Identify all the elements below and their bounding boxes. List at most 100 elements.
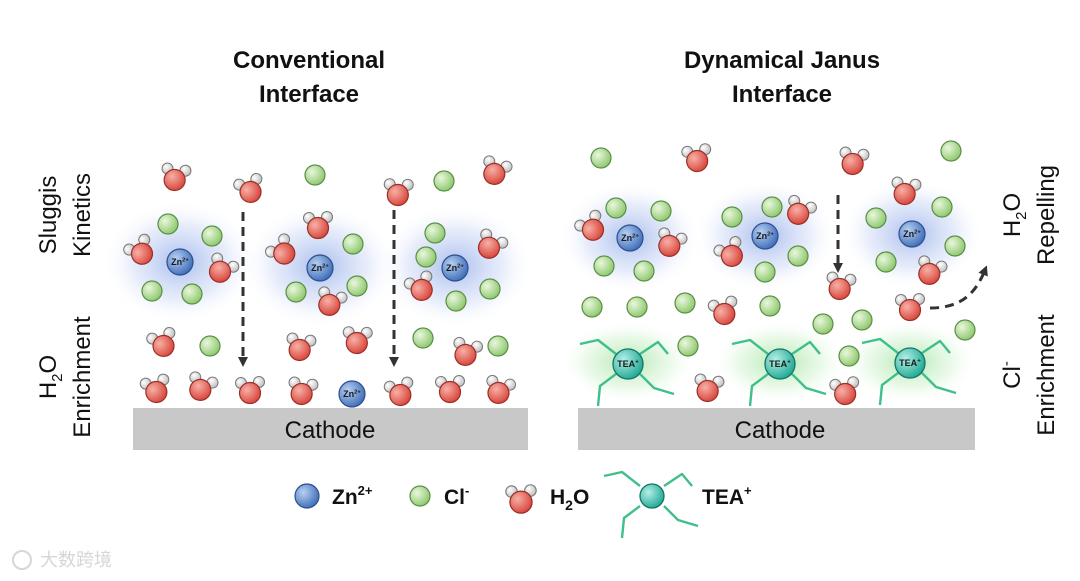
water-molecule [435,375,465,404]
tea-label: TEA+ [617,359,639,370]
cl-ion [944,235,966,257]
watermark: 大数跨境 [12,550,112,571]
tea-arm [639,373,675,396]
water-molecule [235,376,265,405]
water-molecule [486,374,517,405]
water-molecule [787,194,817,225]
cl-ion [581,296,603,318]
water-molecule [146,326,176,358]
tea-arm [639,340,669,355]
arrows [238,195,988,367]
water-molecule [318,286,348,316]
zn-ion-label: Zn2+ [446,263,464,273]
zn-ion-label: Zn2+ [171,257,189,267]
water-molecule [233,172,263,204]
tea-arm [921,339,951,354]
cl-ion [181,283,203,305]
water-molecule [383,178,414,207]
cl-ion [674,292,696,314]
cl-ion [590,147,612,169]
halos [102,178,984,404]
left-title-line1: Conventional [233,47,385,74]
left-title-line2: Interface [259,81,359,108]
cl-ion [787,245,809,267]
right-upper-label: H2O Repelling [999,165,1060,265]
tea-arm [663,472,693,487]
water-molecule [161,162,192,192]
kinetics-text: Kinetics [69,173,96,257]
water-molecule [839,146,870,176]
tea-cation: TEA+ [579,338,675,407]
cl-ion [931,196,953,218]
enrichment-text-right: Enrichment [1033,314,1060,436]
legend-icons [294,470,699,539]
cl-ion [940,140,962,162]
cl-ion [409,485,431,507]
zn-ion-label: Zn2+ [311,263,329,273]
cl-ion [677,335,699,357]
cl-ion [346,275,368,297]
cl-ion [721,206,743,228]
tea-arm [620,505,641,539]
cl-ion [754,261,776,283]
water-molecule [139,373,170,404]
cl-ion [633,260,655,282]
h2o-enrich-text: H2O [35,355,66,399]
legend-h2o-label: H2O [550,486,589,513]
sluggis-text: Sluggis [35,176,62,255]
cl-ion [424,222,446,244]
tea-arm [579,338,617,355]
cl-ion [445,290,467,312]
cl-ion [759,295,781,317]
left-lower-label: H2O Enrichment [35,316,96,438]
tea-arm [663,505,699,528]
repel-arrow [929,265,988,310]
cl-ion [342,233,364,255]
water-molecule [505,484,537,514]
water-molecule [707,295,738,326]
right-cathode-label: Cathode [735,417,826,444]
water-molecule [477,228,509,259]
water-molecule [264,233,296,265]
cl-ion [487,335,509,357]
water-molecule [658,227,688,257]
cl-ion [433,170,455,192]
water-molecule [383,376,414,407]
zn-ion-label: Zn2+ [903,229,921,239]
tea-arm [921,372,957,395]
water-molecule [829,376,860,406]
right-lower-label: Cl- Enrichment [998,314,1060,436]
zn-ion: Zn2+ [898,220,926,248]
cl-ion [954,319,976,341]
water-molecule [189,371,219,401]
cl-ion [761,196,783,218]
zn-ion: Zn2+ [751,222,779,250]
tea-cation: TEA+ [731,338,827,407]
water-molecule [826,271,857,301]
legend-cl-label: Cl- [444,483,469,509]
legend-zn-label: Zn2+ [332,483,373,509]
water-molecule [453,336,484,367]
h2o-repel-text: H2O [999,193,1030,237]
watermark-logo-icon [12,550,32,570]
water-molecule [208,252,240,283]
cl-ion [157,213,179,235]
cl-ion [593,255,615,277]
cl-ion [851,309,873,331]
molecules-layer: Zn2+ Zn2+ Zn2+ Zn2+ Zn2+ Zn2+ Zn2+ TEA+ TEA+ TEA+ [123,140,976,408]
enrichment-text: Enrichment [69,316,96,438]
zn-ion [294,483,320,509]
tea-cation: TEA+ [861,337,957,406]
zn-ion: Zn2+ [338,380,366,408]
water-molecule [574,209,605,241]
zn-ion: Zn2+ [616,224,644,252]
cl-ion [412,327,434,349]
cl-ion [201,225,223,247]
cl-ion [812,313,834,335]
tea-arm [791,340,821,355]
legend-tea-label: TEA+ [702,483,752,509]
tea-arm [748,373,769,407]
water-molecule [288,376,319,406]
water-molecule [895,293,925,322]
cl-ion [479,278,501,300]
